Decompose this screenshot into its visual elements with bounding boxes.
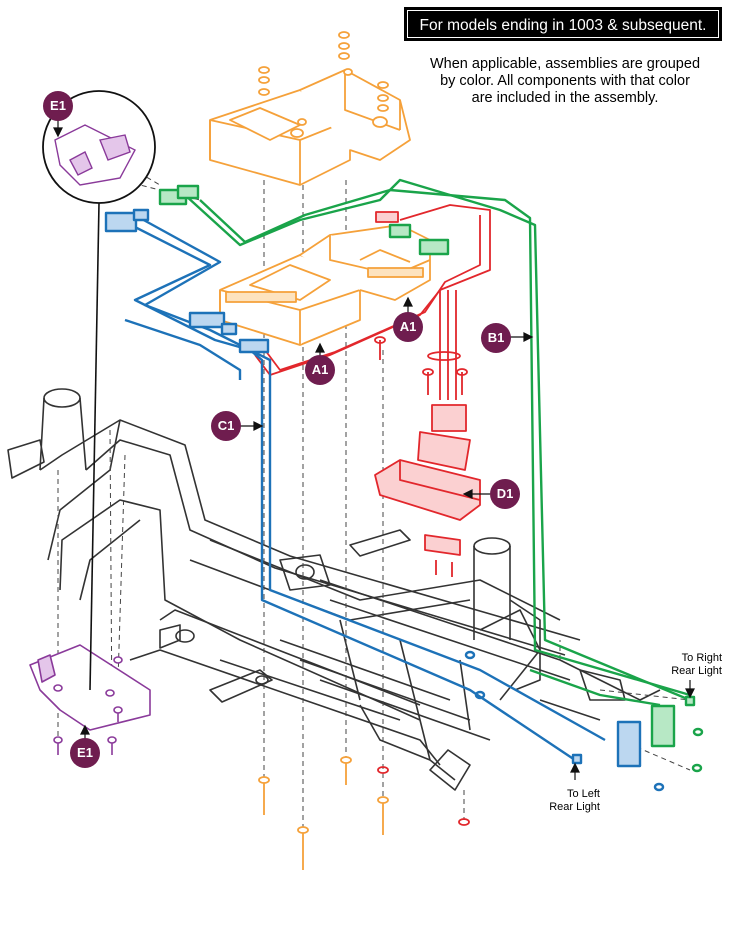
- callout-b1: B1: [481, 323, 511, 353]
- assembly-note: When applicable, assemblies are grouped …: [400, 56, 730, 107]
- red-harness: [254, 204, 491, 826]
- right-rear-light-line-1: To Right: [681, 652, 722, 664]
- callout-e1-top: E1: [43, 91, 73, 121]
- callout-a1-left: A1: [305, 355, 335, 385]
- left-rear-light-line-2: Rear Light: [549, 801, 600, 813]
- assembly-note-line-2: by color. All components with that color: [440, 73, 690, 89]
- left-rear-light-label: To Left Rear Light: [530, 788, 600, 814]
- right-rear-light-label: To Right Rear Light: [650, 652, 722, 678]
- detail-inset: [42, 90, 156, 691]
- model-note-box: For models ending in 1003 & subsequent.: [404, 7, 722, 41]
- base-frame: [7, 388, 661, 791]
- callout-d1: D1: [490, 479, 520, 509]
- assembly-note-line-3: are included in the assembly.: [471, 90, 659, 106]
- callout-leaders: [53, 118, 695, 780]
- left-rear-light-line-1: To Left: [566, 788, 600, 800]
- assembly-note-line-1: When applicable, assemblies are grouped: [429, 56, 701, 72]
- callout-a1-right: A1: [393, 312, 423, 342]
- blue-harness: [104, 208, 665, 792]
- callout-e1-bottom: E1: [70, 738, 100, 768]
- green-harness: [158, 178, 704, 773]
- controller-assembly: [209, 31, 431, 870]
- callout-c1: C1: [211, 411, 241, 441]
- right-rear-light-line-2: Rear Light: [671, 665, 722, 677]
